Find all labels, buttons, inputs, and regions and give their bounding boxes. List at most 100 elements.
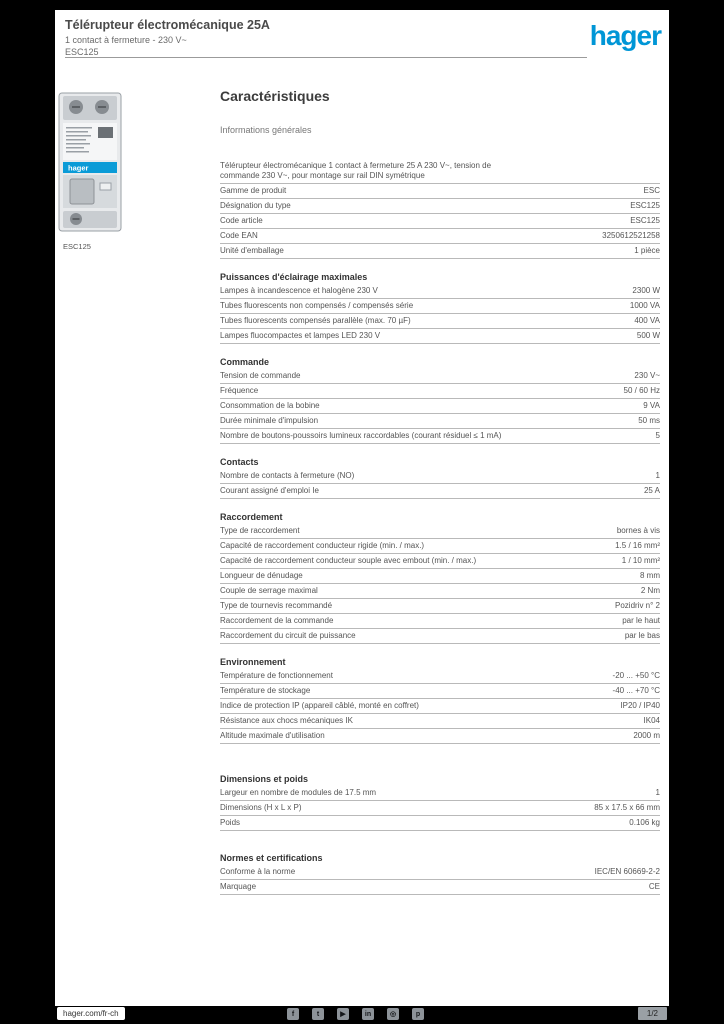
product-reference: ESC125 <box>65 47 99 57</box>
spec-label: Longueur de dénudage <box>220 571 303 580</box>
spec-label: Indice de protection IP (appareil câblé,… <box>220 701 419 710</box>
spec-label: Largeur en nombre de modules de 17.5 mm <box>220 788 377 797</box>
document-header: Télérupteur électromécanique 25A 1 conta… <box>65 18 270 57</box>
spec-value: CE <box>648 882 660 891</box>
spec-label: Nombre de boutons-poussoirs lumineux rac… <box>220 431 502 440</box>
spec-value: 2 Nm <box>640 586 660 595</box>
spec-value: 1 <box>655 471 660 480</box>
spec-value: 1 / 10 mm² <box>621 556 660 565</box>
spec-value: 25 A <box>643 486 660 495</box>
content-subheading: Informations générales <box>220 125 312 135</box>
header-divider <box>65 57 587 58</box>
spec-row: Tubes fluorescents compensés parallèle (… <box>220 314 660 329</box>
spec-value: 9 VA <box>643 401 660 410</box>
spec-label: Fréquence <box>220 386 259 395</box>
spec-value: 1000 VA <box>629 301 660 310</box>
section-title: Puissances d'éclairage maximales <box>220 272 368 282</box>
spec-value: 50 ms <box>638 416 660 425</box>
spec-label: Poids <box>220 818 241 827</box>
spec-row: Télérupteur électromécanique 1 contact à… <box>220 159 660 184</box>
spec-label: Dimensions (H x L x P) <box>220 803 302 812</box>
spec-row: Température de stockage-40 ... +70 °C <box>220 684 660 699</box>
spec-row: Largeur en nombre de modules de 17.5 mm 1 <box>220 786 660 801</box>
spec-label: Code EAN <box>220 231 258 240</box>
spec-value: ESC125 <box>630 216 660 225</box>
spec-value: 1 <box>655 788 660 797</box>
spec-value: par le bas <box>624 631 660 640</box>
spec-label: Raccordement du circuit de puissance <box>220 631 356 640</box>
spec-row: Raccordement du circuit de puissance par … <box>220 629 660 644</box>
product-title: Télérupteur électromécanique 25A <box>65 18 270 32</box>
spec-value: IK04 <box>643 716 660 725</box>
facebook-icon[interactable]: f <box>287 1008 299 1020</box>
spec-value: 400 VA <box>634 316 660 325</box>
spec-value: 2300 W <box>632 286 660 295</box>
website-link[interactable]: hager.com/fr-ch <box>57 1007 125 1020</box>
spec-row: Altitude maximale d'utilisation 2000 m <box>220 729 660 744</box>
section-title: Raccordement <box>220 512 283 522</box>
section-title: Normes et certifications <box>220 853 323 863</box>
spec-row: Température de fonctionnement -20 ... +50… <box>220 669 660 684</box>
spec-label: Courant assigné d'emploi Ie <box>220 486 319 495</box>
spec-value: 230 V~ <box>634 371 660 380</box>
spec-value: 1.5 / 16 mm² <box>615 541 660 550</box>
datasheet-page: Télérupteur électromécanique 25A 1 conta… <box>55 10 669 1006</box>
spec-row: Capacité de raccordement conducteur rigi… <box>220 539 660 554</box>
linkedin-icon[interactable]: in <box>362 1008 374 1020</box>
spec-label: Consommation de la bobine <box>220 401 320 410</box>
section-title: Environnement <box>220 657 286 667</box>
spec-label: Lampes à incandescence et halogène 230 V <box>220 286 378 295</box>
twitter-icon[interactable]: t <box>312 1008 324 1020</box>
spec-value: bornes à vis <box>616 526 660 535</box>
section-title: Commande <box>220 357 270 367</box>
spec-label: Raccordement de la commande <box>220 616 334 625</box>
spec-value: 2000 m <box>633 731 660 740</box>
spec-row: Dimensions (H x L x P)85 x 17.5 x 66 mm <box>220 801 660 816</box>
instagram-icon[interactable]: ◎ <box>387 1008 399 1020</box>
spec-value: -20 ... +50 °C <box>612 671 660 680</box>
section-title: Contacts <box>220 457 259 467</box>
spec-row: Tension de commande 230 V~ <box>220 369 660 384</box>
spec-label: Gamme de produit <box>220 186 287 195</box>
spec-row: Durée minimale d'impulsion 50 ms <box>220 414 660 429</box>
spec-label: Tension de commande <box>220 371 301 380</box>
spec-value: 5 <box>655 431 660 440</box>
content-heading: Caractéristiques <box>220 88 330 104</box>
pinterest-icon[interactable]: p <box>412 1008 424 1020</box>
youtube-icon[interactable]: ▶ <box>337 1008 349 1020</box>
spec-label: Capacité de raccordement conducteur rigi… <box>220 541 425 550</box>
device-brand-label: hager <box>68 164 89 173</box>
spec-label: Télérupteur électromécanique 1 contact à… <box>220 161 492 180</box>
spec-label: Altitude maximale d'utilisation <box>220 731 325 740</box>
spec-section: Télérupteur électromécanique 1 contact à… <box>220 159 660 259</box>
spec-value: -40 ... +70 °C <box>612 686 660 695</box>
spec-label: Type de raccordement <box>220 526 300 535</box>
section-title: Dimensions et poids <box>220 774 309 784</box>
spec-value: 500 W <box>636 331 660 340</box>
spec-label: Température de fonctionnement <box>220 671 333 680</box>
footer-social-icons: f t ▶ in ◎ p <box>287 1008 424 1020</box>
spec-row: Capacité de raccordement conducteur soup… <box>220 554 660 569</box>
spec-row: Type de raccordement bornes à vis <box>220 524 660 539</box>
spec-label: Conforme à la norme <box>220 867 296 876</box>
spec-row: Lampes fluocompactes et lampes LED 230 V… <box>220 329 660 344</box>
page-indicator: 1/2 <box>637 1007 667 1020</box>
spec-label: Tubes fluorescents non compensés / compe… <box>220 301 414 310</box>
spec-label: Durée minimale d'impulsion <box>220 416 319 425</box>
